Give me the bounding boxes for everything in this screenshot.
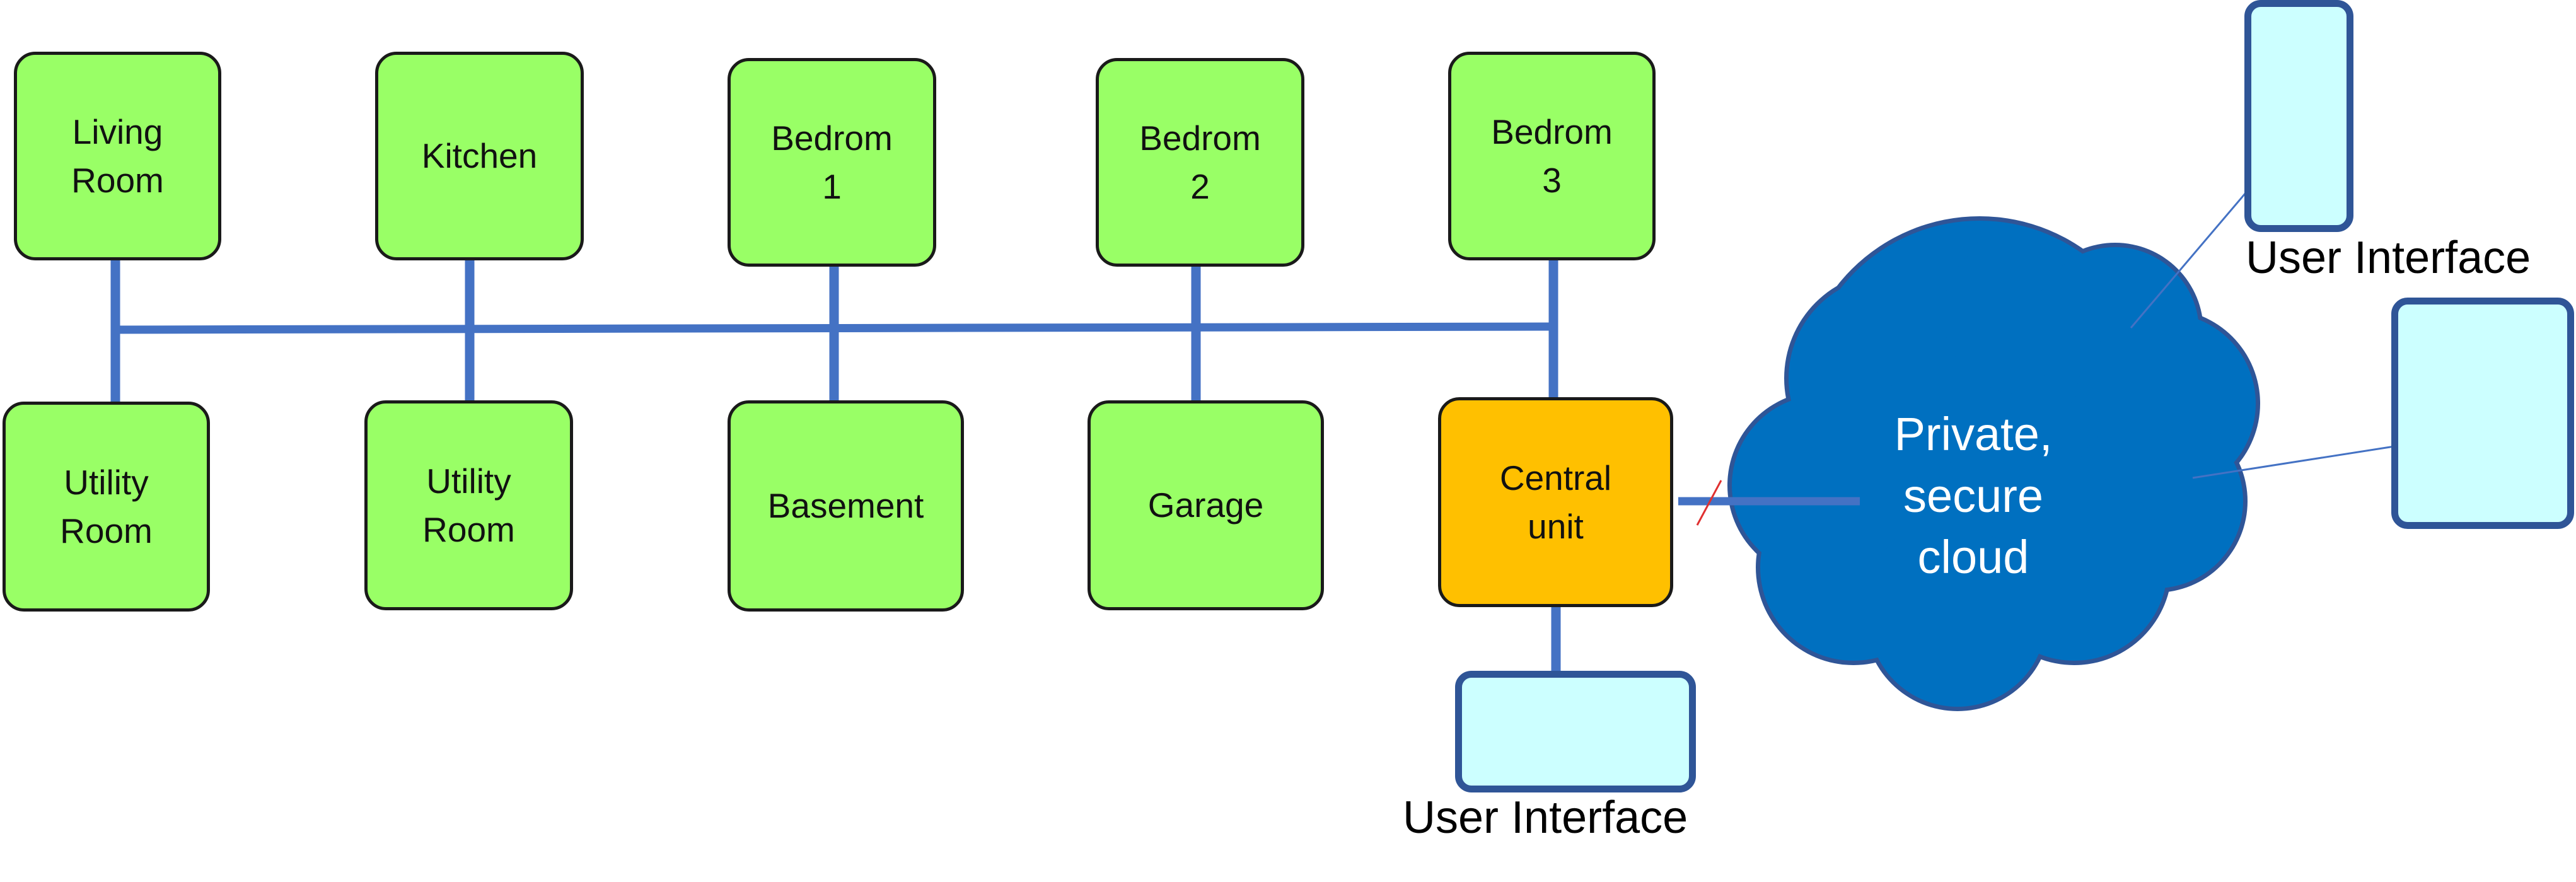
room-living-room: Living Room (14, 52, 221, 260)
phone-user-interface-device (2244, 0, 2353, 232)
phone-user-interface-label: User Interface (2246, 233, 2531, 283)
room-bedroom-2: Bedrom 2 (1096, 58, 1304, 267)
cloud-shape (1727, 216, 2260, 711)
room-bedroom-1: Bedrom 1 (728, 58, 936, 267)
room-basement: Basement (728, 400, 964, 612)
tablet-user-interface-device (2391, 298, 2574, 529)
local-user-interface-label: User Interface (1403, 792, 1688, 843)
cut-mark (1696, 480, 1722, 526)
central-unit: Central unit (1438, 397, 1673, 607)
cloud-phone-link (2130, 192, 2247, 328)
cloud-tablet-link (2192, 445, 2395, 479)
cloud-label: Private, secure cloud (1894, 408, 2053, 584)
room-kitchen: Kitchen (375, 52, 584, 260)
room-utility-room-2: Utility Room (364, 400, 573, 610)
room-garage: Garage (1088, 400, 1324, 610)
room-utility-room-1: Utility Room (3, 402, 210, 612)
local-user-interface-device (1455, 671, 1696, 792)
room-bedroom-3: Bedrom 3 (1448, 52, 1656, 260)
